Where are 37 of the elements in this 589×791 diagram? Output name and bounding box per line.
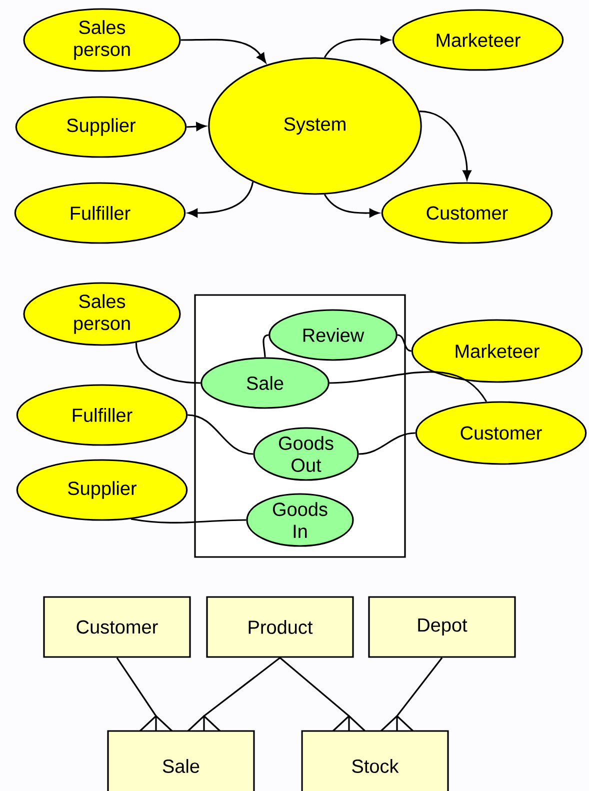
arrow (188, 182, 254, 218)
crows-foot-line (279, 657, 366, 732)
arrow (186, 122, 206, 131)
ellipse-node: Supplier (16, 459, 188, 521)
connector-line (135, 342, 201, 384)
ellipse-node: Sales person (23, 8, 181, 72)
connector-line (397, 334, 412, 352)
ellipse-node: Goods In (246, 493, 354, 547)
ellipse-node: Sales person (23, 282, 181, 346)
arrow (180, 38, 266, 63)
crows-foot-line (116, 657, 173, 732)
entity-box: Sale (107, 730, 255, 791)
arrow (324, 36, 390, 58)
arrow (324, 194, 380, 218)
ellipse-node: Supplier (15, 96, 187, 158)
ellipse-node: Fulfiller (16, 384, 188, 446)
entity-box: Depot (368, 596, 516, 658)
connector-line (329, 371, 488, 402)
ellipse-node: Review (268, 309, 398, 361)
connector-line (358, 432, 416, 455)
crows-foot-line (187, 657, 281, 732)
connector-line (130, 518, 246, 524)
ellipse-node: Fulfiller (14, 182, 186, 244)
ellipse-node: System (208, 57, 422, 195)
connector-line (262, 334, 269, 358)
entity-box: Customer (43, 596, 191, 658)
ellipse-node: Marketeer (411, 319, 583, 383)
entity-box: Product (206, 596, 354, 658)
ellipse-node: Customer (381, 182, 553, 244)
ellipse-node: Goods Out (253, 427, 359, 481)
ellipse-node: Customer (415, 401, 587, 465)
entity-box: Stock (301, 730, 449, 791)
crows-foot-line (380, 657, 443, 732)
connector-line (188, 414, 254, 455)
ellipse-node: Marketeer (392, 9, 564, 71)
ellipse-node: Sale (200, 357, 330, 409)
arrow (419, 110, 472, 180)
